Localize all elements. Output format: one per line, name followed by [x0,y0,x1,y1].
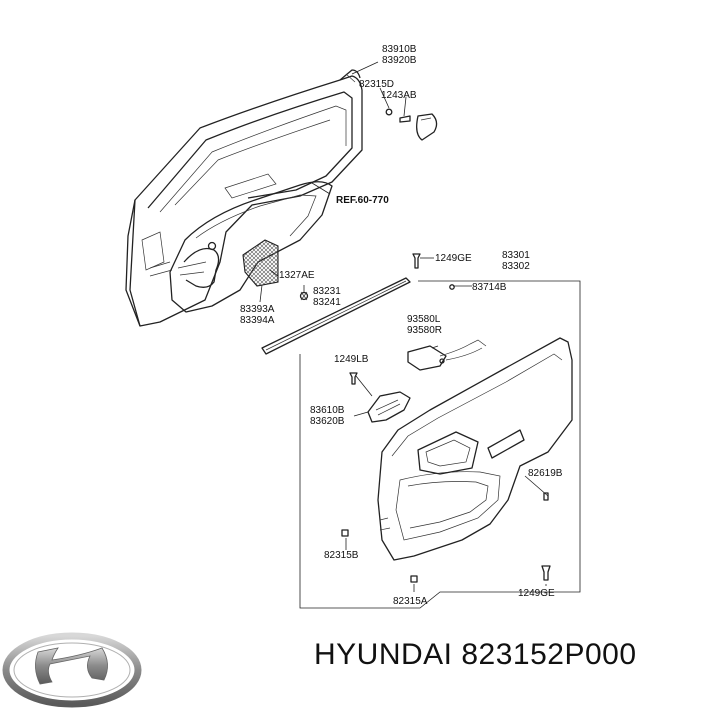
label-1327AE: 1327AE [279,270,315,281]
part-labels: 83910B 83920B 82315D 1243AB REF.60-770 1… [240,44,563,607]
label-83714B: 83714B [472,282,507,293]
label-83394A: 83394A [240,315,275,326]
brand-name: HYUNDAI [314,638,453,671]
label-1249GE-bottom: 1249GE [518,588,555,599]
label-82315B: 82315B [324,550,359,561]
mirror-cover-part [416,113,438,141]
label-1249GE-top: 1249GE [435,253,472,264]
brand-part-caption: HYUNDAI 823152P000 [314,638,637,672]
group-outline [299,280,581,609]
label-93580L: 93580L [407,314,441,325]
label-82315D: 82315D [359,79,394,90]
label-83920B: 83920B [382,55,417,66]
screw-1249lb [349,372,358,385]
label-83393A: 83393A [240,304,275,315]
label-82619B: 82619B [528,468,563,479]
label-93580R: 93580R [407,325,442,336]
label-83302: 83302 [502,261,530,272]
inner-handle-cable [407,339,487,371]
screw-top [412,253,421,269]
label-83610B: 83610B [310,405,345,416]
trim-clips [341,284,551,583]
reference-label: REF.60-770 [336,195,389,206]
part-number: 823152P000 [461,638,637,671]
inside-handle [367,391,411,423]
hyundai-logo-icon [2,632,142,708]
label-83241: 83241 [313,297,341,308]
label-82315A: 82315A [393,596,428,607]
label-1249LB: 1249LB [334,354,369,365]
speaker-grille [242,239,279,287]
label-83231: 83231 [313,286,341,297]
label-83620B: 83620B [310,416,345,427]
door-trim-panel [377,337,573,561]
belt-weatherstrip [261,277,411,355]
label-83910B: 83910B [382,44,417,55]
door-frame-assembly [125,69,363,327]
label-83301: 83301 [502,250,530,261]
label-1243AB: 1243AB [381,90,417,101]
leader-lines [259,61,549,592]
upper-fasteners [299,108,411,301]
